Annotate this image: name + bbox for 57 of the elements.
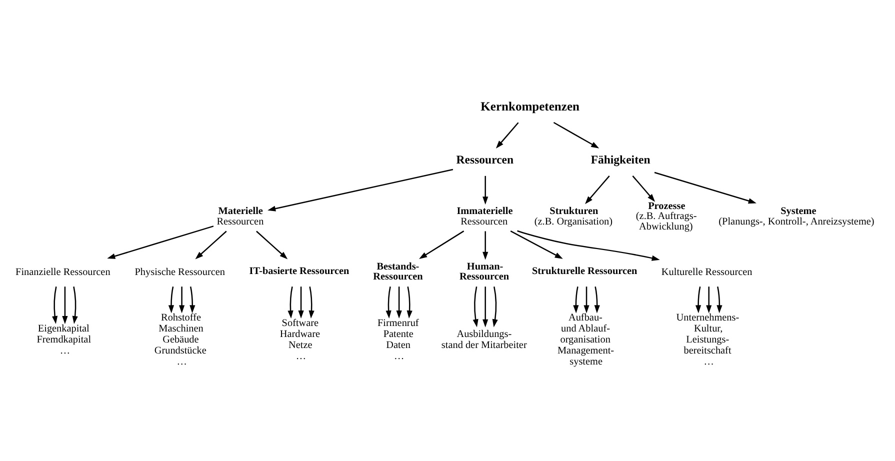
arrow: [107, 225, 214, 258]
arrow: [179, 286, 185, 313]
arrow: [517, 230, 660, 260]
arrow: [573, 286, 579, 313]
arrow: [472, 286, 478, 327]
node-text: Ausbildungs- stand der Mitarbeiter: [441, 328, 527, 350]
arrow: [482, 230, 488, 260]
node-text: Systeme (Planungs-, Kontroll-, Anreizsysteme): [718, 206, 874, 227]
node-text: Physische Ressourcen: [134, 266, 226, 278]
node-text: Bestands- Ressourcen: [373, 260, 423, 282]
node-text: Immaterielle Ressourcen: [456, 206, 513, 227]
arrow: [482, 175, 488, 204]
arrow: [594, 286, 600, 313]
arrow: [706, 286, 712, 313]
node-text: Ressourcen: [456, 153, 514, 166]
arrow: [62, 286, 68, 324]
arrow: [190, 286, 196, 313]
node-text: Prozesse (z.B. Auftrags- Abwicklung): [636, 200, 697, 232]
node-text: Kulturelle Ressourcen: [661, 266, 752, 278]
arrow: [386, 286, 392, 318]
arrow: [632, 175, 656, 202]
node-text: Software Hardware Netze …: [280, 317, 320, 362]
arrow: [553, 121, 600, 148]
node-text: Eigenkapital Fremdkapital …: [36, 322, 92, 356]
node-text: Rohstoffe Maschinen Gebäude Grundstücke …: [154, 312, 206, 367]
node-text: Human- Ressourcen: [459, 260, 510, 282]
arrow: [396, 286, 402, 318]
node-text: Aufbau- und Ablauf- organisation Management- systeme: [558, 312, 614, 367]
arrow: [195, 230, 227, 259]
arrow: [492, 286, 498, 327]
arrow: [406, 286, 412, 318]
node-text: Kernkompetenzen: [480, 98, 580, 113]
arrow: [584, 286, 590, 313]
node-text: Strukturen (z.B. Organisation): [534, 206, 613, 227]
node-text: Materielle Ressourcen: [216, 206, 264, 227]
arrow: [716, 286, 722, 313]
arrow: [308, 286, 314, 318]
arrow: [268, 168, 454, 211]
node-text: Finanzielle Ressourcen: [16, 266, 110, 278]
arrow: [52, 286, 58, 324]
arrow: [482, 286, 488, 327]
arrow: [298, 286, 304, 318]
node-text: IT-basierte Ressourcen: [249, 266, 350, 277]
node-text: Strukturelle Ressourcen: [532, 266, 638, 277]
arrow: [288, 286, 294, 318]
arrow: [168, 286, 174, 313]
arrow: [256, 230, 288, 259]
arrow: [695, 286, 702, 313]
arrow: [654, 171, 756, 204]
node-text: Firmenruf Patente Daten …: [378, 317, 419, 362]
arrow: [419, 230, 464, 258]
arrow: [585, 175, 610, 204]
arrow: [72, 286, 78, 324]
arrow: [496, 122, 519, 148]
node-text: Unternehmens- Kultur, Leistungs- bereitschaft …: [676, 312, 740, 367]
node-text: Fähigkeiten: [590, 153, 650, 166]
arrow: [510, 230, 563, 258]
